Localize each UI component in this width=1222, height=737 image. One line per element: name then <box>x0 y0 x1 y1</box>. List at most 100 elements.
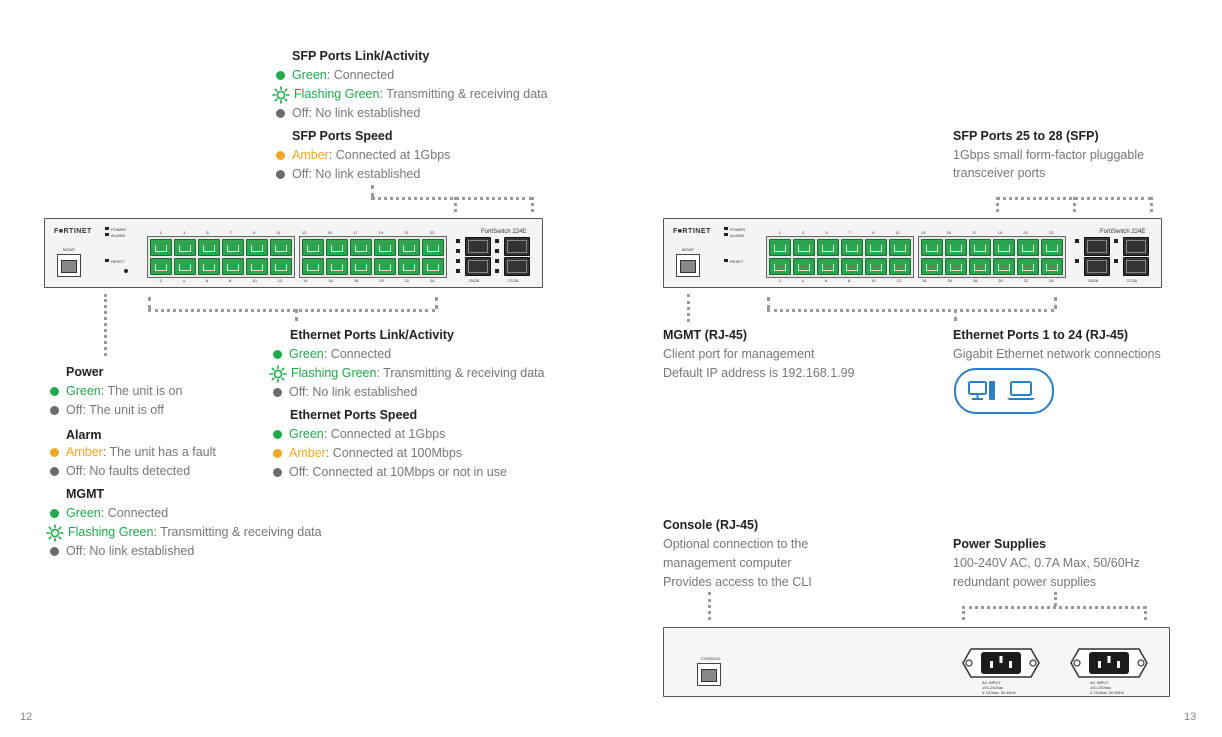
reset-button[interactable] <box>124 269 128 273</box>
ethernet-port[interactable] <box>969 239 991 256</box>
ethernet-port[interactable] <box>1017 239 1039 256</box>
port-number-label: 8 <box>229 278 232 283</box>
led-description: Off: Connected at 10Mbps or not in use <box>289 465 507 479</box>
ethernet-ports-1-12 <box>766 236 914 278</box>
ethernet-port[interactable] <box>302 239 324 256</box>
port-number-label: 23 <box>429 230 435 235</box>
sfp-ports-line: 1Gbps small form-factor pluggable <box>953 148 1145 162</box>
ethernet-port[interactable] <box>769 239 791 256</box>
reset-label: RESET <box>111 259 125 264</box>
console-port-label: CONSOLE <box>701 656 721 661</box>
off-led-dot-icon <box>276 170 285 179</box>
ethernet-port[interactable] <box>198 239 220 256</box>
ethernet-port[interactable] <box>270 258 292 275</box>
sfp-port-25[interactable] <box>1084 237 1110 256</box>
amber-led-dot-icon <box>276 151 285 160</box>
ethernet-port[interactable] <box>841 239 863 256</box>
ethernet-port[interactable] <box>326 239 348 256</box>
ethernet-port[interactable] <box>921 258 943 275</box>
ethernet-port[interactable] <box>246 258 268 275</box>
sfp-ports-title: SFP Ports 25 to 28 (SFP) <box>953 129 1099 143</box>
ethernet-port[interactable] <box>422 239 444 256</box>
leader-line <box>767 309 1054 312</box>
ethernet-port[interactable] <box>150 239 172 256</box>
ethernet-port[interactable] <box>969 258 991 275</box>
ac-power-inlet-icon <box>962 648 1040 678</box>
port-number-label: 16 <box>947 278 952 283</box>
ethernet-port[interactable] <box>945 239 967 256</box>
ethernet-port[interactable] <box>889 258 911 275</box>
ethernet-port[interactable] <box>398 258 420 275</box>
power-inlet-2[interactable] <box>1069 645 1149 681</box>
ethernet-port[interactable] <box>1041 258 1063 275</box>
port-number-label: 16 <box>328 278 333 283</box>
sfp-port-28[interactable] <box>1123 257 1149 276</box>
ethernet-port[interactable] <box>422 258 444 275</box>
led-description: : Transmitting & receiving data <box>376 366 545 380</box>
ethernet-port[interactable] <box>817 239 839 256</box>
sfp-ports-line: transceiver ports <box>953 166 1046 180</box>
ethernet-port[interactable] <box>374 239 396 256</box>
power-inlet-1[interactable] <box>961 645 1041 681</box>
ethernet-port[interactable] <box>865 258 887 275</box>
port-number-label: 3 <box>801 230 805 235</box>
port-number-label: 7 <box>229 230 232 235</box>
sfp-port-25[interactable] <box>465 237 491 256</box>
ethernet-port[interactable] <box>1041 239 1063 256</box>
eth-ports-line: Gigabit Ethernet network connections <box>953 347 1161 361</box>
sfp-port-26[interactable] <box>1084 257 1110 276</box>
ethernet-port[interactable] <box>222 239 244 256</box>
mgmt-port[interactable] <box>57 254 81 277</box>
ethernet-port[interactable] <box>793 258 815 275</box>
ethernet-port[interactable] <box>993 239 1015 256</box>
ethernet-port[interactable] <box>793 239 815 256</box>
leader-line <box>295 309 298 321</box>
ethernet-port[interactable] <box>865 239 887 256</box>
port-number-label: 22 <box>1023 278 1029 283</box>
led-description: : Connected at 100Mbps <box>325 446 463 460</box>
switch-rear-panel: CONSOLE AC INPUT 100-240Vac 0.7A Max, 50… <box>663 627 1170 697</box>
ethernet-port[interactable] <box>198 258 220 275</box>
ethernet-port[interactable] <box>889 239 911 256</box>
led-legend-item: Green: Connected <box>276 66 394 85</box>
ethernet-port[interactable] <box>270 239 292 256</box>
ethernet-port[interactable] <box>398 239 420 256</box>
led-legend-item: Flashing Green: Transmitting & receiving… <box>269 364 545 383</box>
ethernet-port[interactable] <box>222 258 244 275</box>
ethernet-port[interactable] <box>769 258 791 275</box>
ethernet-port[interactable] <box>1017 258 1039 275</box>
port-number-label: 5 <box>825 230 828 235</box>
ethernet-port[interactable] <box>326 258 348 275</box>
console-port[interactable] <box>697 663 721 686</box>
ethernet-port[interactable] <box>246 239 268 256</box>
power-led-label: POWER <box>111 227 127 232</box>
ethernet-port[interactable] <box>174 258 196 275</box>
ethernet-port[interactable] <box>150 258 172 275</box>
ethernet-port[interactable] <box>921 239 943 256</box>
off-led-dot-icon <box>273 388 282 397</box>
ethernet-port[interactable] <box>374 258 396 275</box>
leader-line <box>962 606 965 620</box>
amber-led-dot-icon <box>50 448 59 457</box>
ethernet-port[interactable] <box>350 239 372 256</box>
sfp-port-26[interactable] <box>465 257 491 276</box>
sfp-port-27[interactable] <box>504 237 530 256</box>
network-devices-badge <box>954 368 1054 414</box>
mgmt-port-label: MGMT <box>63 247 76 252</box>
green-led-dot-icon <box>273 350 282 359</box>
ethernet-port[interactable] <box>817 258 839 275</box>
sfp-led <box>495 259 499 263</box>
ethernet-port[interactable] <box>174 239 196 256</box>
leader-line <box>1073 197 1076 212</box>
led-description: : Transmitting & receiving data <box>153 525 322 539</box>
ethernet-port[interactable] <box>945 258 967 275</box>
sfp-port-28[interactable] <box>504 257 530 276</box>
ethernet-port[interactable] <box>302 258 324 275</box>
led-legend-item: Green: Connected <box>50 504 168 523</box>
sfp-port-27[interactable] <box>1123 237 1149 256</box>
ethernet-port[interactable] <box>993 258 1015 275</box>
ethernet-port[interactable] <box>350 258 372 275</box>
ethernet-port[interactable] <box>841 258 863 275</box>
mgmt-port[interactable] <box>676 254 700 277</box>
leader-line <box>454 197 457 212</box>
